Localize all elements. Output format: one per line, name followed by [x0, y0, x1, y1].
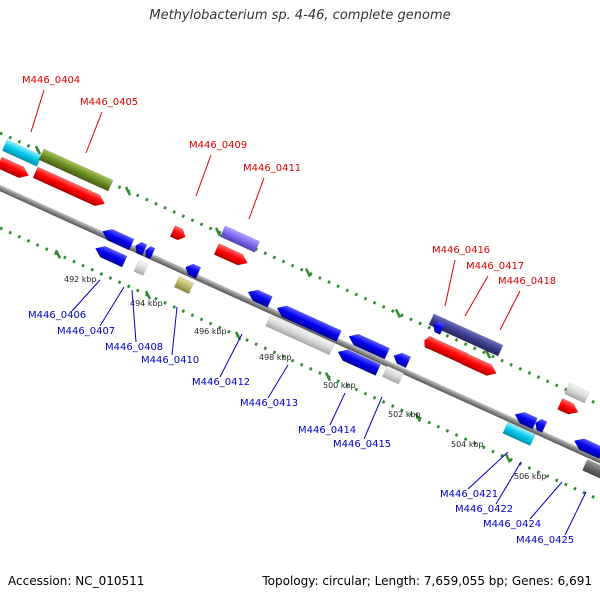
leader-line: [171, 306, 178, 356]
leader-line: [30, 89, 45, 133]
gene-gray-right[interactable]: [564, 382, 590, 404]
major-tick: [484, 349, 492, 359]
leader-line: [464, 275, 489, 317]
gene-label[interactable]: M446_0418: [498, 276, 556, 287]
gene-dark-0425[interactable]: [582, 459, 600, 479]
gene-blue-0421a[interactable]: [513, 409, 538, 430]
gene-label[interactable]: M446_0405: [80, 97, 138, 108]
leader-line: [499, 290, 521, 331]
major-tick: [414, 412, 422, 423]
leader-line: [219, 333, 243, 378]
gene-cyan-0404[interactable]: [1, 139, 43, 167]
leader-line: [495, 461, 522, 505]
topology-text: Topology: circular; Length: 7,659,055 bp…: [262, 574, 592, 588]
major-tick: [304, 268, 312, 278]
leader-line: [529, 481, 563, 520]
gene-blue-0408a[interactable]: [133, 240, 148, 256]
gene-blue-0410[interactable]: [183, 262, 202, 279]
gene-blue-0406[interactable]: [100, 226, 135, 251]
ruler-label: 500 kbp: [323, 381, 356, 390]
gene-red-right[interactable]: [557, 398, 580, 417]
major-tick: [214, 227, 222, 237]
gene-blue-small[interactable]: [431, 319, 446, 335]
gene-gray-0415[interactable]: [381, 365, 405, 385]
ruler-labels: 492 kbp 494 kbp 496 kbp 498 kbp 500 kbp 502 k…: [64, 275, 547, 481]
ruler-label: 498 kbp: [259, 353, 292, 362]
ruler-label: 502 kbp: [388, 410, 421, 419]
gene-label[interactable]: M446_0411: [243, 163, 301, 174]
leader-line: [195, 154, 212, 197]
ruler-label: 496 kbp: [194, 327, 227, 336]
gene-label[interactable]: M446_0408: [105, 342, 163, 353]
gene-blue-0424[interactable]: [572, 435, 600, 459]
major-tick: [504, 453, 512, 463]
leader-line: [564, 491, 587, 536]
ruler-label: 492 kbp: [64, 275, 97, 284]
leader-line: [267, 364, 289, 399]
major-tick: [394, 308, 402, 318]
gene-blue-0415a[interactable]: [335, 346, 381, 376]
leader-line: [363, 396, 383, 440]
gene-label[interactable]: M446_0425: [516, 535, 574, 546]
gene-labels: M446_0404M446_0405M446_0409M446_0411M446…: [22, 75, 587, 546]
gene-label[interactable]: M446_0412: [192, 377, 250, 388]
gene-label[interactable]: M446_0424: [483, 519, 541, 530]
gene-red-a[interactable]: [0, 156, 31, 181]
major-tick: [124, 186, 132, 196]
gene-khaki-0410[interactable]: [173, 275, 195, 295]
gene-blue-0407[interactable]: [93, 243, 128, 268]
gene-red-b[interactable]: [32, 166, 107, 209]
gene-red-small[interactable]: [422, 335, 435, 350]
gene-red-0411[interactable]: [213, 243, 250, 269]
gene-label[interactable]: M446_0416: [432, 245, 490, 256]
gene-blue-0414[interactable]: [346, 331, 390, 360]
major-tick: [34, 145, 42, 155]
gene-label[interactable]: M446_0404: [22, 75, 80, 86]
ruler-label: 494 kbp: [130, 299, 163, 308]
gene-label[interactable]: M446_0417: [466, 261, 524, 272]
leader-line: [71, 279, 101, 312]
map-title: Methylobacterium sp. 4-46, complete geno…: [149, 8, 451, 23]
leader-line: [131, 289, 137, 343]
accession-text: Accession: NC_010511: [8, 574, 145, 588]
major-tick: [144, 290, 152, 300]
gene-label[interactable]: M446_0406: [28, 310, 86, 321]
leader-line: [248, 177, 265, 220]
gene-red-0409[interactable]: [169, 225, 188, 243]
gene-cyan-0421[interactable]: [502, 422, 536, 446]
ruler-label: 506 kbp: [514, 472, 547, 481]
gene-blue-0412[interactable]: [246, 287, 273, 308]
gene-label[interactable]: M446_0410: [141, 355, 199, 366]
gene-blue-0413[interactable]: [275, 302, 342, 342]
gene-label[interactable]: M446_0421: [440, 489, 498, 500]
gene-label[interactable]: M446_0407: [57, 326, 115, 337]
gene-features: [0, 139, 600, 479]
leader-line: [99, 286, 125, 327]
ruler-label: 504 kbp: [451, 440, 484, 449]
gene-slate-0416[interactable]: [428, 313, 504, 357]
gene-red-0418[interactable]: [460, 352, 499, 379]
major-tick: [324, 372, 332, 382]
leader-line: [467, 451, 509, 490]
leader-line: [329, 392, 346, 426]
gene-label[interactable]: M446_0409: [189, 140, 247, 151]
leader-line: [85, 111, 103, 154]
gene-olive-0405[interactable]: [38, 148, 114, 192]
gene-violet-0411[interactable]: [219, 225, 261, 253]
gene-label[interactable]: M446_0415: [333, 439, 391, 450]
gene-label[interactable]: M446_0414: [298, 425, 356, 436]
gene-label[interactable]: M446_0422: [455, 504, 513, 515]
major-tick: [54, 249, 62, 259]
gene-label[interactable]: M446_0413: [240, 398, 298, 409]
gene-blue-0415b[interactable]: [391, 350, 412, 369]
gene-gray-0413[interactable]: [265, 314, 335, 356]
gene-gray-0408[interactable]: [133, 260, 149, 276]
leader-line: [444, 259, 456, 307]
gene-blue-0408b[interactable]: [143, 245, 156, 260]
gene-blue-0421b[interactable]: [533, 417, 548, 433]
